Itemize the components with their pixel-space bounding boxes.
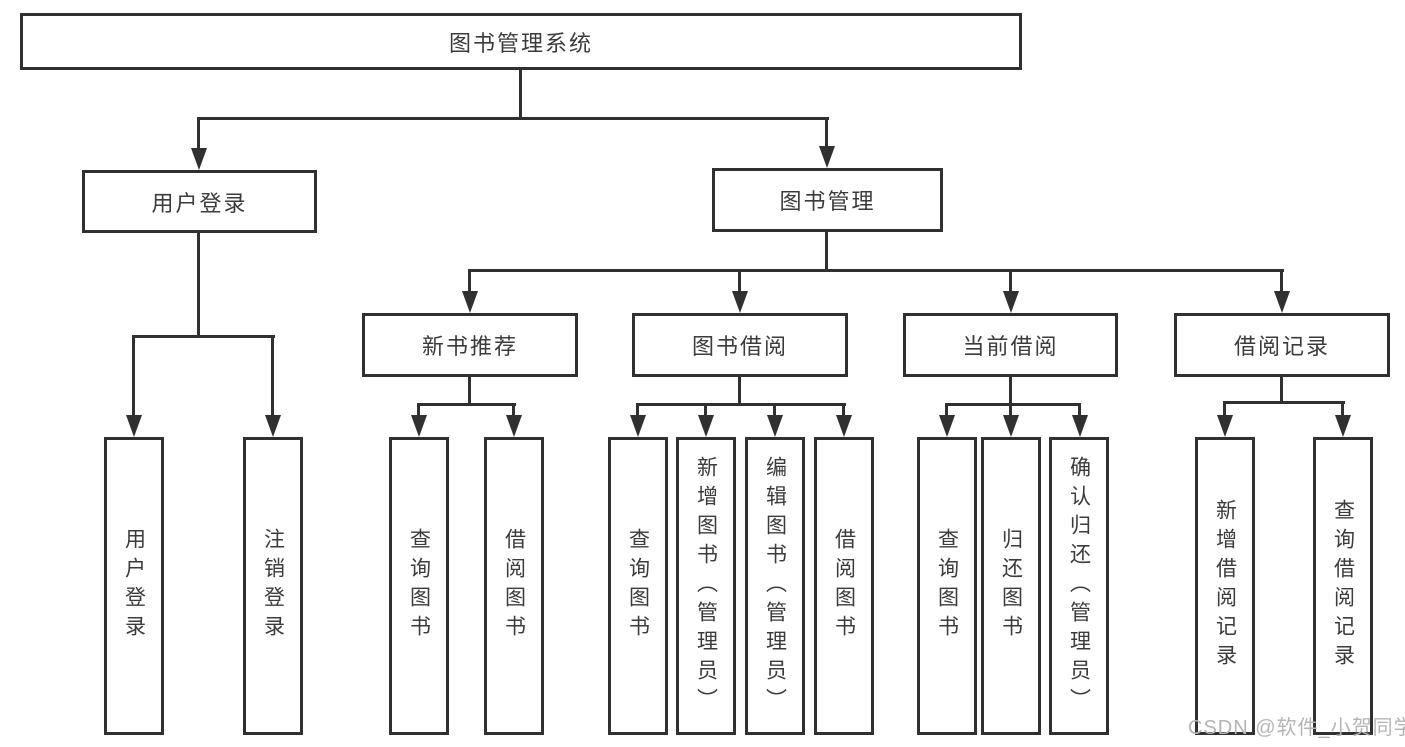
arrowhead-down-icon <box>126 415 142 437</box>
connector-line <box>417 403 420 415</box>
connector-line <box>132 335 275 338</box>
leaf-query-books-borrow: 查询图书 <box>608 437 668 735</box>
node-new-book-recommend: 新书推荐 <box>362 313 578 377</box>
connector-line <box>1223 401 1345 404</box>
leaf-borrow-books: 借阅图书 <box>814 437 874 735</box>
connector-line <box>704 403 707 415</box>
arrowhead-down-icon <box>630 415 646 437</box>
arrowhead-down-icon <box>265 415 281 437</box>
arrowhead-down-icon <box>1072 415 1088 437</box>
connector-line <box>197 117 829 120</box>
leaf-add-book-admin: 新增图书（管理员） <box>676 437 736 735</box>
leaf-borrow-books-recommend: 借阅图书 <box>484 437 544 735</box>
leaf-logout: 注销登录 <box>243 437 303 735</box>
leaf-label: 查询图书 <box>626 528 650 644</box>
leaf-user-login: 用户登录 <box>104 437 164 735</box>
leaf-add-borrow-record: 新增借阅记录 <box>1195 437 1255 735</box>
node-current-borrow: 当前借阅 <box>903 313 1118 377</box>
leaf-label: 查询图书 <box>935 528 959 644</box>
arrowhead-down-icon <box>939 415 955 437</box>
arrowhead-down-icon <box>191 148 207 170</box>
arrowhead-down-icon <box>411 415 427 437</box>
leaf-label: 借阅图书 <box>502 528 526 644</box>
arrowhead-down-icon <box>698 415 714 437</box>
connector-line <box>945 403 1081 406</box>
leaf-return-book: 归还图书 <box>981 437 1041 735</box>
connector-line <box>738 269 741 291</box>
connector-line <box>1223 401 1226 415</box>
connector-line <box>825 117 828 146</box>
connector-line <box>738 374 741 406</box>
node-user-login: 用户登录 <box>82 170 317 233</box>
leaf-query-books-current: 查询图书 <box>917 437 977 735</box>
arrowhead-down-icon <box>1217 415 1233 437</box>
arrowhead-down-icon <box>1335 415 1351 437</box>
arrowhead-down-icon <box>819 146 835 168</box>
leaf-label: 用户登录 <box>122 528 146 644</box>
arrowhead-down-icon <box>462 291 478 313</box>
connector-line <box>468 269 471 291</box>
leaf-label: 注销登录 <box>261 528 285 644</box>
connector-line <box>1009 374 1012 406</box>
connector-line <box>1009 269 1012 291</box>
leaf-query-books-recommend: 查询图书 <box>389 437 449 735</box>
arrowhead-down-icon <box>732 291 748 313</box>
connector-line <box>519 68 522 119</box>
arrowhead-down-icon <box>1003 415 1019 437</box>
node-book-management: 图书管理 <box>712 168 943 232</box>
arrowhead-down-icon <box>1274 291 1290 313</box>
leaf-label: 归还图书 <box>999 528 1023 644</box>
connector-line <box>132 335 135 415</box>
connector-line <box>842 403 845 415</box>
connector-line <box>1341 401 1344 415</box>
connector-line <box>468 269 1284 272</box>
connector-line <box>945 403 948 415</box>
arrowhead-down-icon <box>767 415 783 437</box>
connector-line <box>1009 403 1012 415</box>
connector-line <box>1280 374 1283 404</box>
connector-line <box>271 335 274 415</box>
connector-line <box>417 403 516 406</box>
connector-line <box>1280 269 1283 291</box>
arrowhead-down-icon <box>836 415 852 437</box>
connector-line <box>197 117 200 148</box>
leaf-label: 确认归还（管理员） <box>1067 455 1091 717</box>
leaf-label: 新增图书（管理员） <box>694 455 718 717</box>
connector-line <box>636 403 639 415</box>
connector-line <box>1078 403 1081 415</box>
arrowhead-down-icon <box>1003 291 1019 313</box>
leaf-label: 查询图书 <box>407 528 431 644</box>
leaf-confirm-return-admin: 确认归还（管理员） <box>1049 437 1109 735</box>
arrowhead-down-icon <box>506 415 522 437</box>
connector-line <box>825 229 828 272</box>
connector-line <box>468 374 471 406</box>
leaf-label: 编辑图书（管理员） <box>763 455 787 717</box>
leaf-query-borrow-record: 查询借阅记录 <box>1313 437 1373 735</box>
leaf-edit-book-admin: 编辑图书（管理员） <box>745 437 805 735</box>
leaf-label: 借阅图书 <box>832 528 856 644</box>
connector-line <box>512 403 515 415</box>
node-borrow-records: 借阅记录 <box>1174 313 1390 377</box>
connector-line <box>773 403 776 415</box>
connector-line <box>636 403 846 406</box>
connector-line <box>197 230 200 338</box>
leaf-label: 查询借阅记录 <box>1331 499 1355 673</box>
node-root: 图书管理系统 <box>20 13 1022 70</box>
node-book-borrow: 图书借阅 <box>632 313 848 377</box>
watermark-text: CSDN @软件_小贺同学 <box>1188 717 1405 739</box>
leaf-label: 新增借阅记录 <box>1213 499 1237 673</box>
